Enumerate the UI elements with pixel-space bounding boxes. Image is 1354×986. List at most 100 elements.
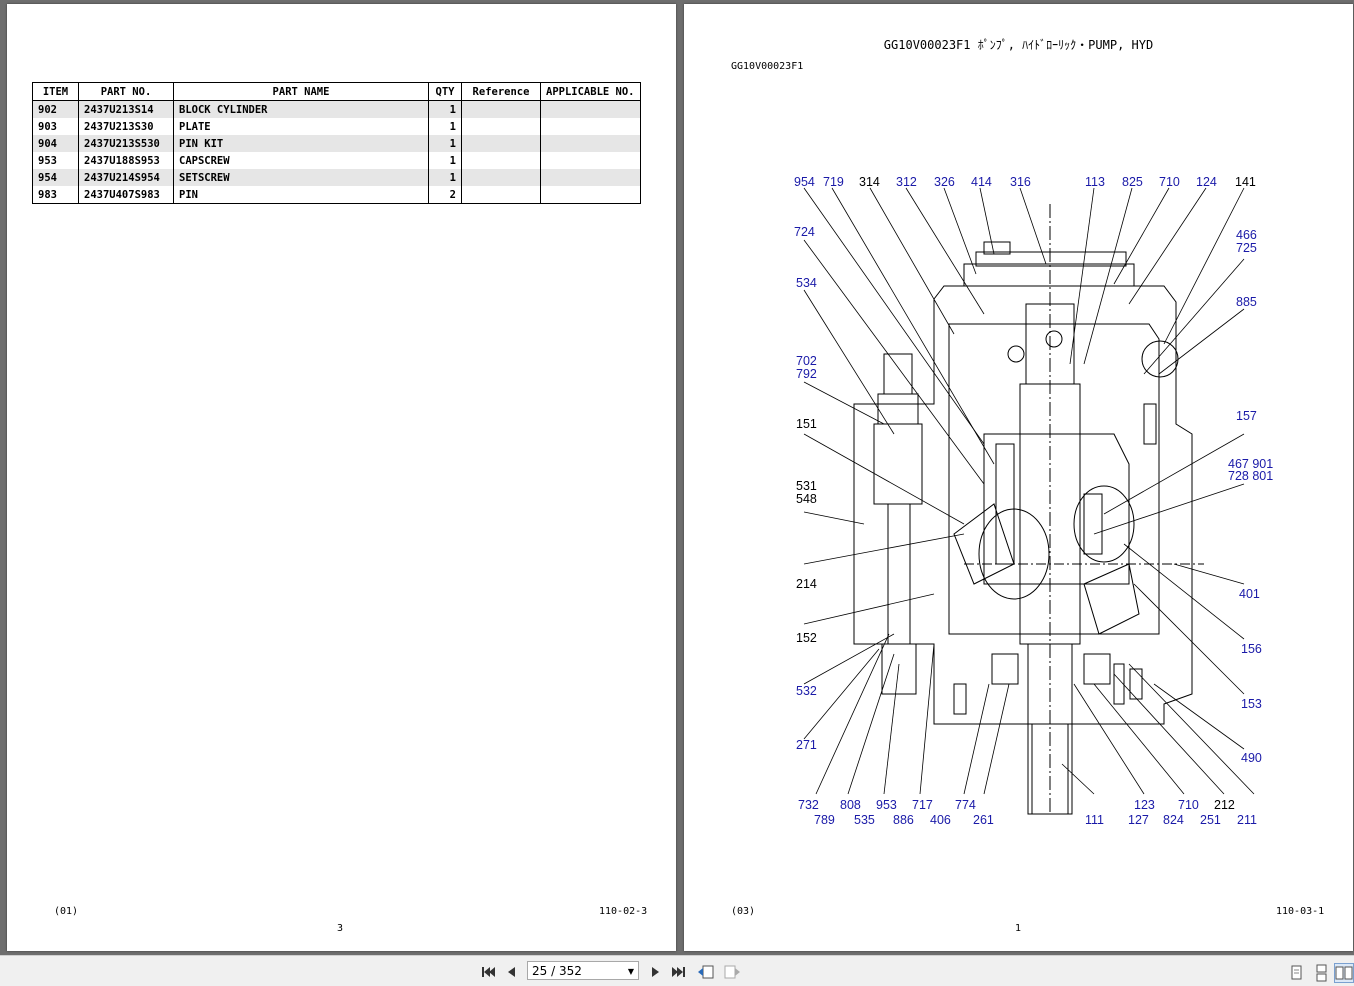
label: 728 801 xyxy=(1228,469,1273,483)
single-page-view-icon[interactable] xyxy=(1286,963,1306,983)
label: 717 xyxy=(912,798,933,812)
page-number-right: 1 xyxy=(1015,923,1022,934)
label: 466 xyxy=(1236,228,1257,242)
label: 214 xyxy=(796,577,817,591)
cell-part-name: PLATE xyxy=(173,118,429,135)
right-page: GG10V00023F1 ﾎﾟﾝﾌﾟ, ﾊｲﾄﾞﾛｰﾘｯｸ・PUMP, HYD … xyxy=(684,4,1353,951)
cell-part-no: 2437U213S30 xyxy=(78,118,174,135)
pump-assembly-diagram: 954 719 314 312 326 414 316 113 825 710 … xyxy=(794,175,1273,827)
label: 111 xyxy=(1085,813,1104,827)
cell-qty: 1 xyxy=(428,169,462,186)
label: 792 xyxy=(796,367,817,381)
label: 885 xyxy=(1236,295,1257,309)
cell-reference xyxy=(461,100,541,118)
label: 824 xyxy=(1163,813,1184,827)
label: 808 xyxy=(840,798,861,812)
label: 724 xyxy=(794,225,815,239)
go-forward-icon[interactable] xyxy=(723,964,740,980)
cell-applicable-no xyxy=(540,169,641,186)
cell-part-no: 2437U214S954 xyxy=(78,169,174,186)
diagram-labels: 954 719 314 312 326 414 316 113 825 710 … xyxy=(794,175,1273,827)
label: 732 xyxy=(798,798,819,812)
footer-ref-left: 110-02-3 xyxy=(599,906,648,917)
cell-applicable-no xyxy=(540,152,641,169)
label: 789 xyxy=(814,813,835,827)
cell-qty: 1 xyxy=(428,152,462,169)
cell-part-name: CAPSCREW xyxy=(173,152,429,169)
label: 406 xyxy=(930,813,951,827)
label: 954 xyxy=(794,175,815,189)
cell-part-no: 2437U407S983 xyxy=(78,186,174,204)
leader-lines xyxy=(803,187,1255,795)
go-back-icon[interactable] xyxy=(697,964,714,980)
cell-part-name: BLOCK CYLINDER xyxy=(173,100,429,118)
col-part-name: PART NAME xyxy=(173,82,429,101)
label: 271 xyxy=(796,738,817,752)
label: 152 xyxy=(796,631,817,645)
label: 211 xyxy=(1237,813,1257,827)
footer-ref-right: 110-03-1 xyxy=(1276,906,1325,917)
cell-part-no: 2437U213S14 xyxy=(78,100,174,118)
label: 702 xyxy=(796,354,817,368)
label: 719 xyxy=(823,175,844,189)
col-part-no: PART NO. xyxy=(78,82,174,101)
chevron-down-icon: ▼ xyxy=(627,967,634,976)
label: 535 xyxy=(854,813,875,827)
two-page-view-icon[interactable] xyxy=(1334,963,1354,983)
prev-page-icon[interactable] xyxy=(504,964,520,980)
cell-item: 954 xyxy=(32,169,79,186)
cell-part-name: SETSCREW xyxy=(173,169,429,186)
col-item: ITEM xyxy=(32,82,79,101)
label: 123 xyxy=(1134,798,1155,812)
col-applicable-no: APPLICABLE NO. xyxy=(540,82,641,101)
label: 825 xyxy=(1122,175,1143,189)
label: 127 xyxy=(1128,813,1149,827)
cell-item: 903 xyxy=(32,118,79,135)
label: 532 xyxy=(796,684,817,698)
cell-qty: 2 xyxy=(428,186,462,204)
label: 212 xyxy=(1214,798,1235,812)
label: 401 xyxy=(1239,587,1260,601)
cell-qty: 1 xyxy=(428,100,462,118)
page-number-input[interactable]: 25 / 352 ▼ xyxy=(527,961,639,980)
cell-reference xyxy=(461,169,541,186)
table-row: 983 2437U407S983 PIN 2 xyxy=(32,186,641,204)
parts-table-header: ITEM PART NO. PART NAME QTY Reference AP… xyxy=(32,82,641,101)
next-page-icon[interactable] xyxy=(647,964,663,980)
page-title: GG10V00023F1 ﾎﾟﾝﾌﾟ, ﾊｲﾄﾞﾛｰﾘｯｸ・PUMP, HYD xyxy=(883,38,1154,52)
label: 314 xyxy=(859,175,880,189)
label: 113 xyxy=(1085,175,1105,189)
cell-item: 953 xyxy=(32,152,79,169)
cell-reference xyxy=(461,186,541,204)
table-row: 902 2437U213S14 BLOCK CYLINDER 1 xyxy=(32,100,641,118)
label: 953 xyxy=(876,798,897,812)
cell-part-name: PIN KIT xyxy=(173,135,429,152)
label: 157 xyxy=(1236,409,1257,423)
continuous-view-icon[interactable] xyxy=(1311,963,1331,983)
col-qty: QTY xyxy=(428,82,462,101)
table-row: 903 2437U213S30 PLATE 1 xyxy=(32,118,641,135)
parts-table: ITEM PART NO. PART NAME QTY Reference AP… xyxy=(32,82,641,204)
label: 490 xyxy=(1241,751,1262,765)
page-indicator-text: 25 / 352 xyxy=(532,964,582,978)
last-page-icon[interactable] xyxy=(671,964,687,980)
label: 774 xyxy=(955,798,976,812)
cell-reference xyxy=(461,152,541,169)
label: 153 xyxy=(1241,697,1262,711)
cell-qty: 1 xyxy=(428,135,462,152)
label: 414 xyxy=(971,175,992,189)
label: 467 901 xyxy=(1228,457,1273,471)
footer-code-right: (03) xyxy=(731,906,756,917)
label: 151 xyxy=(796,417,817,431)
label: 534 xyxy=(796,276,817,290)
label: 141 xyxy=(1235,175,1256,189)
label: 261 xyxy=(973,813,994,827)
label: 725 xyxy=(1236,241,1257,255)
cell-applicable-no xyxy=(540,100,641,118)
table-row: 904 2437U213S530 PIN KIT 1 xyxy=(32,135,641,152)
cell-part-name: PIN xyxy=(173,186,429,204)
cell-item: 904 xyxy=(32,135,79,152)
first-page-icon[interactable] xyxy=(480,964,496,980)
label: 548 xyxy=(796,492,817,506)
label: 251 xyxy=(1200,813,1221,827)
